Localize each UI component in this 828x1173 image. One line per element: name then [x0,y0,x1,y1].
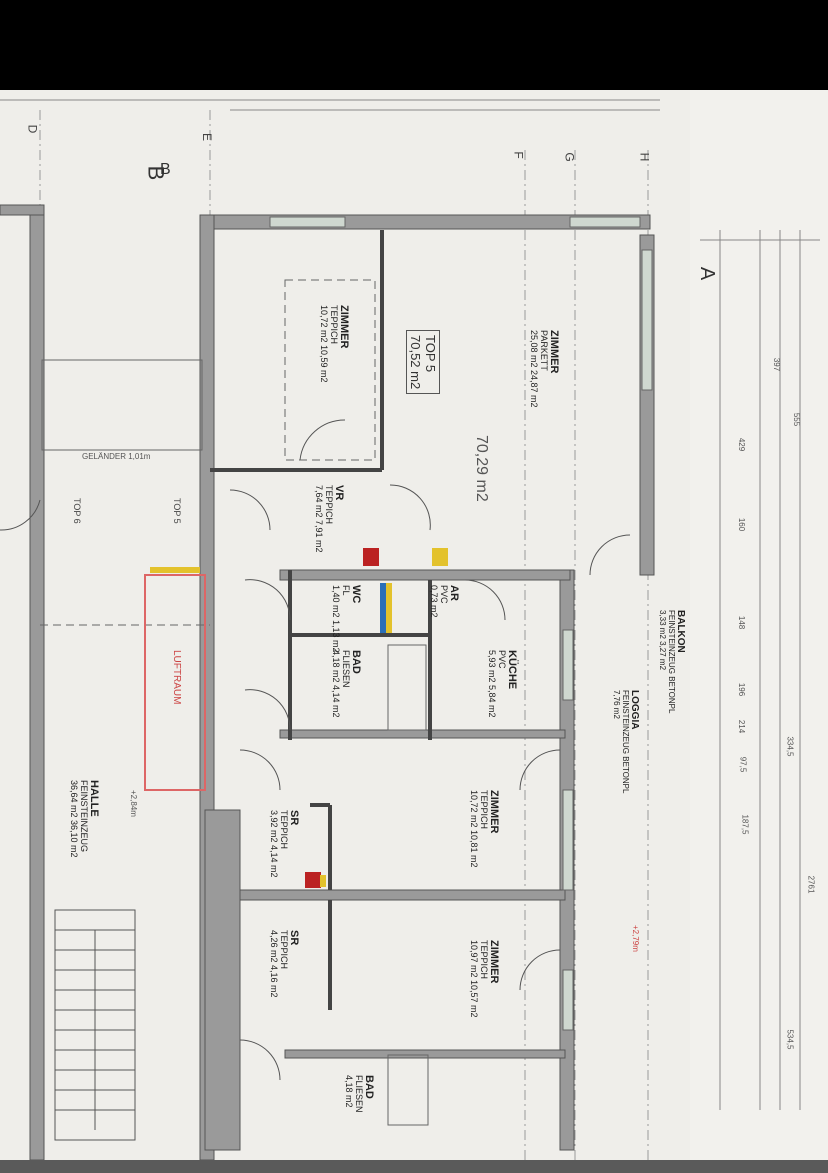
dim-97: 97,5 [738,756,748,773]
axis-h: H [637,152,652,162]
dim-148: 148 [737,615,747,630]
top5-label: TOP 5 [172,498,182,524]
section-mark-b: B [143,165,169,181]
dim-160: 160 [737,517,747,532]
dimension-margin [690,90,828,1160]
level-mark-2: +2,79m [631,925,640,952]
top-black-bar [0,0,828,90]
dim-334: 334,5 [785,736,795,757]
section-mark-a: A [696,266,719,281]
axis-g: G [562,152,577,162]
dim-187: 187,5 [740,814,750,835]
unit-area-handwritten: 70,29 m2 [473,435,490,502]
dim-555: 555 [792,412,802,427]
axis-e: E [200,132,215,142]
gelaender-label: GELÄNDER 1,01m [82,452,151,461]
dim-196: 196 [737,682,747,697]
dim-429: 429 [737,437,747,452]
floor-plan-drawing [0,99,820,1160]
luftraum-label: LUFTRAUM [171,650,182,705]
dim-534: 534,5 [785,1029,795,1050]
dim-2761: 2761 [806,875,816,894]
axis-f: F [511,151,526,159]
bottom-edge [0,1160,828,1173]
top6-label: TOP 6 [72,498,82,524]
dim-214: 214 [737,719,747,734]
level-mark-1: +2,84m [129,790,138,817]
dim-397: 397 [772,357,782,372]
axis-d: D [25,124,40,134]
